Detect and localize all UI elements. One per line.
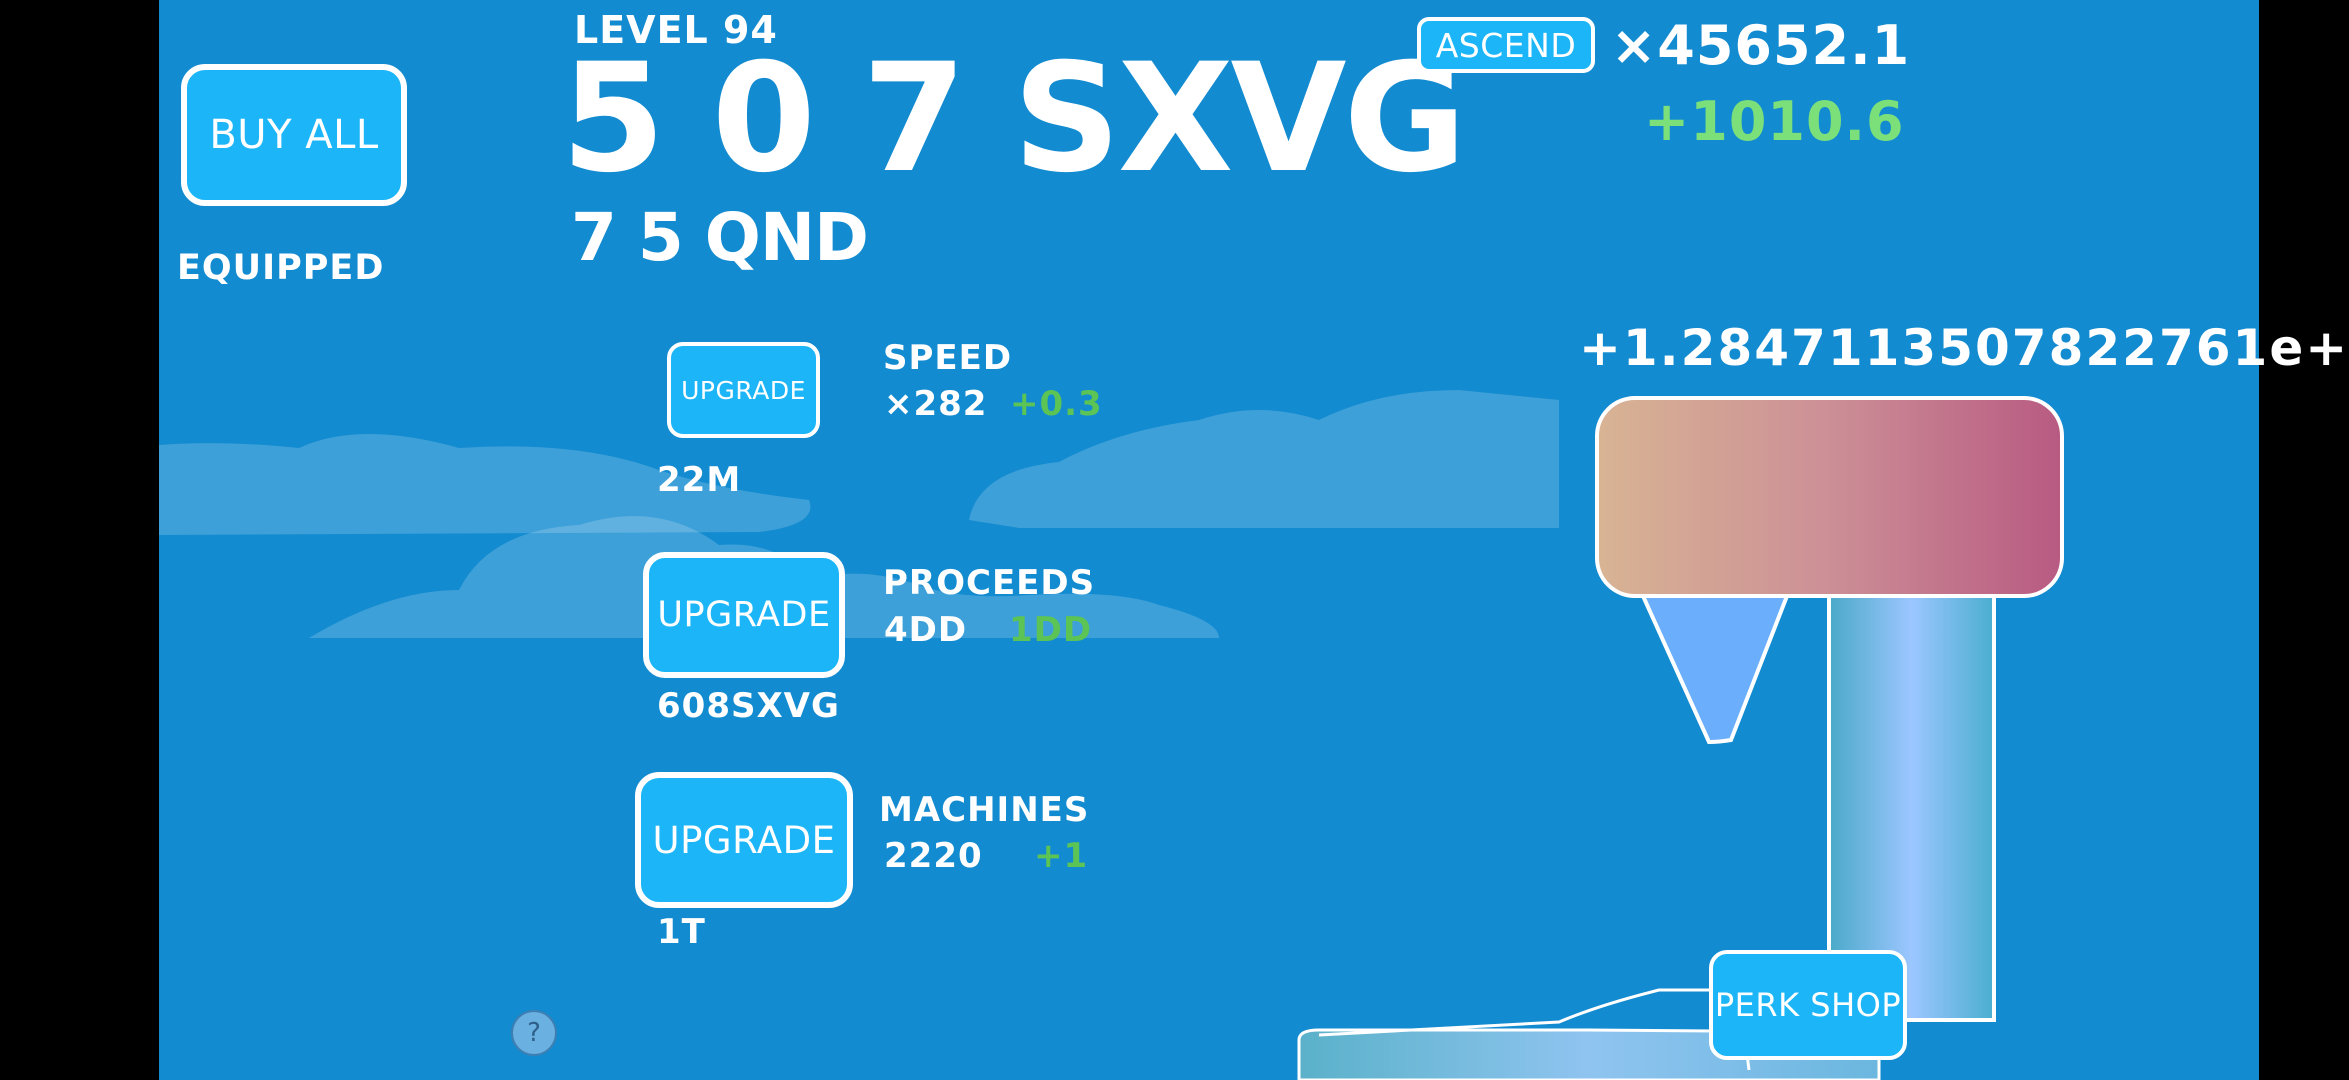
speed-title: SPEED — [883, 338, 1013, 378]
secondary-currency-display: 7 5 QND — [571, 199, 869, 276]
speed-cost: 22M — [657, 460, 742, 500]
proceeds-cost: 608SXVG — [657, 686, 840, 726]
floating-gain-text: +1.2847113507822761e+ — [1579, 319, 2349, 377]
machines-increment: +1 — [1034, 836, 1089, 876]
speed-value: ×282 — [884, 384, 988, 424]
machine-tank — [1595, 396, 2064, 598]
machines-cost: 1T — [657, 912, 706, 952]
machines-title: MACHINES — [879, 790, 1090, 830]
proceeds-increment: 1DD — [1009, 610, 1093, 650]
machine-pipe — [1827, 588, 1996, 1022]
proceeds-value: 4DD — [884, 610, 968, 650]
question-mark-icon: ? — [527, 1018, 541, 1048]
main-currency-display: 5 0 7 SXVG — [561, 32, 1467, 206]
machines-value: 2220 — [884, 836, 983, 876]
machine-graphic — [1297, 396, 2064, 1080]
machines-upgrade-button[interactable]: UPGRADE — [635, 772, 853, 908]
game-screen: LEVEL 94 5 0 7 SXVG 7 5 QND BUY ALL EQUI… — [159, 0, 2347, 1080]
ascend-gain: +1010.6 — [1644, 90, 1905, 153]
proceeds-title: PROCEEDS — [883, 563, 1096, 603]
equipped-label: EQUIPPED — [177, 248, 385, 288]
perk-shop-button[interactable]: PERK SHOP — [1709, 950, 1907, 1060]
speed-increment: +0.3 — [1010, 384, 1103, 424]
proceeds-upgrade-button[interactable]: UPGRADE — [643, 552, 845, 678]
help-button[interactable]: ? — [511, 1010, 557, 1056]
ascend-multiplier: ×45652.1 — [1611, 14, 1911, 77]
speed-upgrade-button[interactable]: UPGRADE — [667, 342, 820, 438]
ascend-button[interactable]: ASCEND — [1417, 17, 1595, 73]
buy-all-button[interactable]: BUY ALL — [181, 64, 407, 206]
level-label: LEVEL 94 — [574, 8, 778, 52]
machine-nozzle — [1639, 594, 1790, 745]
background-clouds — [159, 390, 1559, 638]
